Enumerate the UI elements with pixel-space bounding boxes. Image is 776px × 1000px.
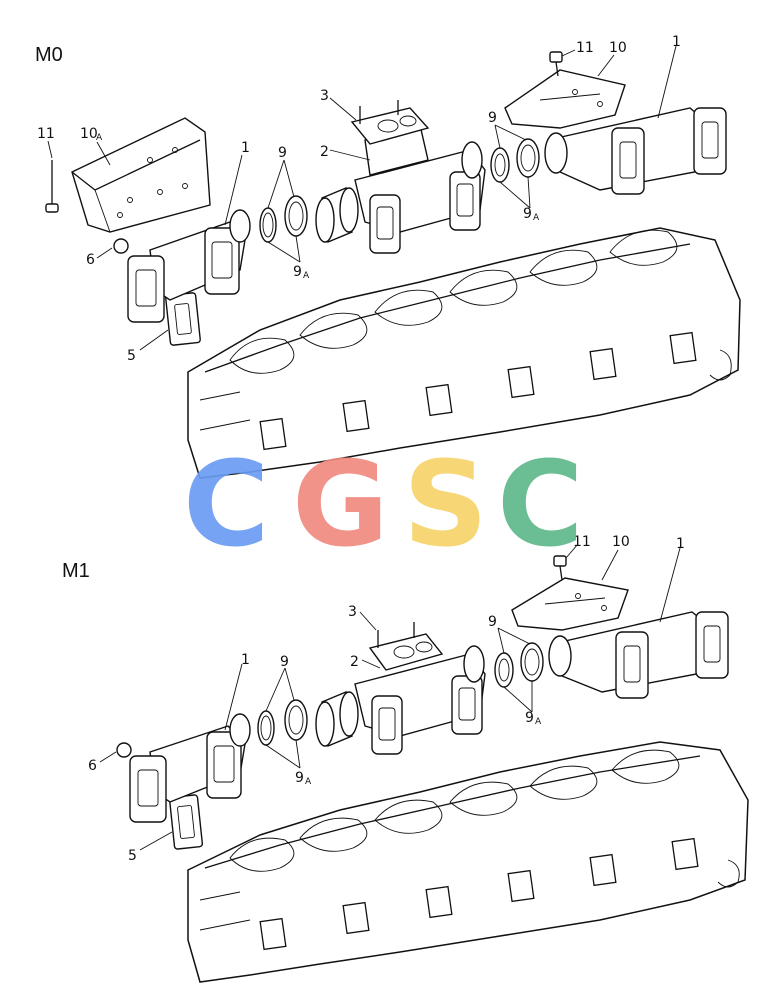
- callout-10: 10: [609, 40, 627, 56]
- callout-10: 10: [612, 534, 630, 550]
- manifold-1-left-m0: [127, 209, 251, 323]
- cylinder-head-m0: [187, 227, 741, 479]
- manifold-1-left-m1: [129, 713, 251, 823]
- callout-9a-left: 9: [293, 264, 302, 280]
- bracket-10a-m0: [71, 117, 211, 233]
- callouts-m0: 11 10 A 1 9 9 A 6 5 2 3 9 9 A 11 10 1: [37, 34, 681, 364]
- callout-3: 3: [348, 604, 357, 620]
- panel-title-m1: M1: [62, 560, 90, 582]
- callout-11: 11: [573, 534, 591, 550]
- seal-rings-9-left-m0: [259, 195, 308, 243]
- panel-m1: 1 9 9 A 6 5 2 3 9 9 A 11 10 1: [88, 534, 749, 983]
- panel-title-m0: M0: [35, 44, 63, 66]
- callout-9a-left-sub: A: [303, 271, 310, 281]
- bolt-11-right-m0: [549, 51, 563, 77]
- callouts-m1: 1 9 9 A 6 5 2 3 9 9 A 11 10 1: [88, 534, 685, 864]
- nut-6-m0: [113, 238, 129, 254]
- flange-3-m1: [368, 622, 444, 671]
- seal-rings-9-right-m1: [494, 642, 544, 688]
- callout-9-left: 9: [278, 145, 287, 161]
- callout-9-right: 9: [488, 110, 497, 126]
- callout-9a-left: 9: [295, 770, 304, 786]
- seal-rings-9-left-m1: [257, 699, 308, 746]
- callout-9a-right: 9: [523, 206, 532, 222]
- nut-6-m1: [116, 742, 132, 758]
- bracket-10-m1: [511, 577, 629, 631]
- sleeve-m1: [315, 691, 359, 747]
- callout-9-right: 9: [488, 614, 497, 630]
- manifold-2-center-m1: [354, 645, 486, 755]
- callout-6: 6: [88, 758, 97, 774]
- callout-10a: 10: [80, 126, 98, 142]
- gasket-5-m0: [165, 292, 201, 346]
- watermark-letter-c1: C: [183, 435, 270, 573]
- callout-10a-sub: A: [96, 133, 103, 143]
- callout-1-right: 1: [676, 536, 685, 552]
- watermark-letter-g: G: [292, 435, 389, 573]
- callout-11-right: 11: [576, 40, 594, 56]
- callout-2: 2: [350, 654, 359, 670]
- callout-3: 3: [320, 88, 329, 104]
- callout-11-left: 11: [37, 126, 55, 142]
- watermark-letter-c2: C: [497, 435, 584, 573]
- leader-lines-m1: [99, 543, 681, 851]
- leader-lines-m0: [47, 45, 677, 351]
- callout-5: 5: [128, 848, 137, 864]
- callout-1-left: 1: [241, 140, 250, 156]
- bolt-11-left-m0: [45, 160, 59, 213]
- callout-5: 5: [127, 348, 136, 364]
- sleeve-m0: [315, 187, 359, 243]
- callout-6: 6: [86, 252, 95, 268]
- manifold-1-right-m1: [548, 611, 729, 699]
- watermark-letter-s: S: [403, 435, 488, 573]
- gasket-5-m1: [168, 794, 204, 850]
- callout-2: 2: [320, 144, 329, 160]
- callout-9a-right: 9: [525, 710, 534, 726]
- manifold-1-right-m0: [544, 107, 727, 195]
- panel-m0: 11 10 A 1 9 9 A 6 5 2 3 9 9 A 11 10 1: [37, 34, 741, 479]
- cylinder-head-m1: [187, 741, 749, 983]
- flange-3-m0: [350, 100, 430, 145]
- callout-9a-right-sub: A: [535, 717, 542, 727]
- bracket-10-m0: [504, 69, 626, 129]
- callout-9-left: 9: [280, 654, 289, 670]
- bolt-11-m1: [553, 555, 567, 581]
- watermark-logo: C G S C: [183, 435, 584, 573]
- callout-9a-left-sub: A: [305, 777, 312, 787]
- callout-9a-right-sub: A: [533, 213, 540, 223]
- callout-1-left: 1: [241, 652, 250, 668]
- manifold-2-center-m0: [354, 124, 486, 254]
- callout-1-right: 1: [672, 34, 681, 50]
- seal-rings-9-right-m0: [490, 138, 540, 183]
